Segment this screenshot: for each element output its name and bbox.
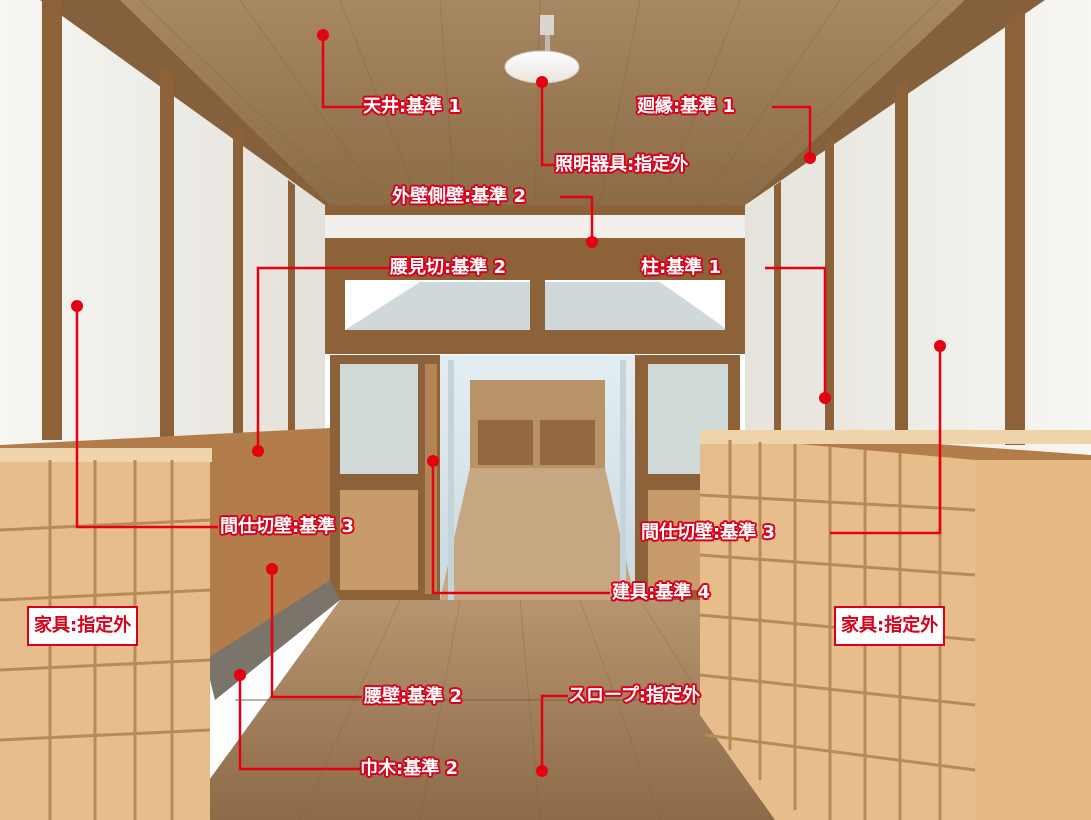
ceiling-lamp (504, 15, 580, 84)
label-veranda: 廻縁:基準 1 (637, 96, 735, 117)
label-furniture-left: 家具:指定外 (27, 606, 139, 646)
leader-dots (71, 29, 946, 777)
ceiling-planks (139, 0, 941, 206)
label-lighting: 照明器具:指定外 (555, 154, 689, 175)
left-wall-posts (42, 0, 295, 440)
leader-lighting (540, 82, 555, 167)
label-slope: スロープ:指定外 (568, 685, 701, 706)
leader-fittings (431, 461, 610, 595)
label-transom-partition: 腰見切:基準 2 (390, 257, 506, 278)
far-posts (448, 360, 626, 600)
leader-transom (256, 266, 390, 451)
far-doors (478, 420, 595, 465)
label-furniture-right: 家具:指定外 (834, 606, 946, 646)
leader-partition-right (830, 346, 942, 535)
leader-ceiling (321, 35, 365, 109)
leader-slope (540, 694, 568, 771)
leader-exterior-wall (560, 195, 594, 242)
label-partition-wall-left: 間仕切壁:基準 3 (220, 516, 354, 537)
leader-pillar (765, 266, 827, 398)
end-beam-mid (325, 238, 745, 280)
leader-wainscot (270, 569, 362, 699)
far-floor (440, 468, 635, 600)
transom-window-right (545, 282, 728, 330)
transom-frame (325, 280, 745, 354)
label-wainscot: 腰壁:基準 2 (364, 686, 462, 707)
leader-partition-left (75, 306, 218, 529)
door-left (330, 355, 440, 600)
end-beam-top (325, 205, 745, 215)
transom-window-left (345, 282, 530, 330)
label-exterior-side-wall: 外壁側壁:基準 2 (392, 186, 526, 207)
leader-lines (75, 35, 942, 771)
label-fittings: 建具:基準 4 (612, 582, 710, 603)
leader-veranda (772, 105, 812, 158)
right-wall-posts (774, 8, 1025, 445)
label-partition-wall-right: 間仕切壁:基準 3 (641, 522, 775, 543)
label-baseboard: 巾木:基準 2 (360, 758, 458, 779)
label-pillar: 柱:基準 1 (641, 257, 721, 278)
label-ceiling: 天井:基準 1 (363, 96, 461, 117)
leader-baseboard (238, 675, 360, 771)
